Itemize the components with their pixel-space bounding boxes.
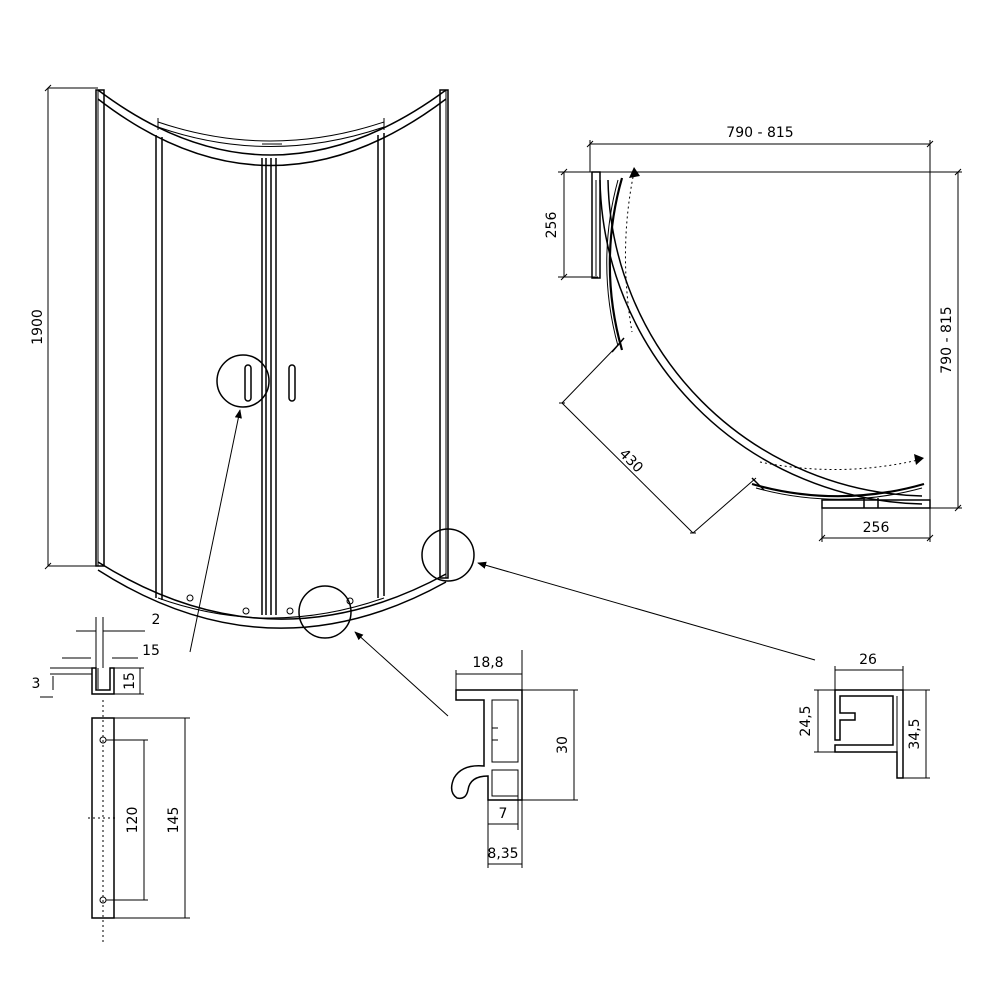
side-panel-left-dimension: 256 [544, 168, 598, 281]
door-profile-height-label: 30 [555, 736, 571, 754]
detail-corner-profile: 26 24,5 34,5 [798, 652, 930, 779]
door-profile-base-label: 8,35 [487, 846, 518, 862]
door-profile-detail-circle [298, 585, 352, 639]
handle-detail-circle [216, 354, 270, 408]
door-profile-channel-label: 7 [499, 806, 508, 822]
plan-view: 790 - 815 790 - 815 256 [544, 125, 962, 542]
open-arrow-left [624, 171, 635, 333]
height-label: 1900 [30, 309, 46, 345]
left-post [95, 89, 105, 567]
plan-door-left [608, 177, 624, 351]
corner-outer-height-label: 34,5 [907, 718, 923, 749]
plan-depth-label: 790 - 815 [939, 306, 955, 373]
wall-width-label: 15 [142, 643, 160, 659]
wall-height-label: 15 [122, 672, 138, 690]
door-opening-dimension: 430 [559, 344, 757, 534]
corner-inner-height-label: 24,5 [798, 705, 814, 736]
wall-edge-label: 3 [32, 676, 41, 692]
top-rail [97, 89, 447, 167]
detail-wall-profile: 2 15 3 15 120 145 [32, 612, 190, 945]
wall-thickness-label: 2 [152, 612, 161, 628]
plan-door-right [751, 482, 925, 498]
leader-wall-profile [189, 409, 242, 653]
side-panel-bottom-dimension: 256 [818, 500, 934, 542]
height-dimension: 1900 [30, 84, 98, 570]
side-panel-bottom-label: 256 [863, 520, 890, 536]
corner-profile-detail-circle [421, 528, 475, 582]
corner-profile-width-label: 26 [859, 652, 877, 668]
plan-width-label: 790 - 815 [726, 125, 793, 141]
corner-profile-shape [834, 689, 904, 779]
sliding-doors [155, 133, 385, 615]
right-post [439, 89, 449, 579]
wall-profile-shape [91, 667, 115, 695]
plan-outer-arc [599, 179, 923, 505]
wall-profile-top [591, 171, 601, 279]
door-profile-shape [450, 689, 523, 801]
detail-door-profile: 18,8 30 7 8,35 [450, 650, 578, 868]
open-arrow-right [759, 459, 919, 471]
left-door-handle [244, 364, 252, 402]
leader-door-profile [354, 631, 449, 717]
plan-depth-dimension: 790 - 815 [930, 168, 962, 512]
front-view: 1900 [30, 84, 816, 717]
side-panel-left-label: 256 [544, 212, 560, 239]
bottom-rail [97, 561, 447, 629]
right-door-handle [288, 364, 296, 402]
plan-inner-arc [607, 179, 923, 497]
door-profile-width-label: 18,8 [472, 655, 503, 671]
door-opening-label: 430 [616, 446, 646, 476]
plan-width-dimension: 790 - 815 [586, 125, 934, 172]
leader-corner-profile [477, 561, 816, 661]
hole-spacing-label: 120 [125, 807, 141, 834]
strip-length-label: 145 [166, 807, 182, 834]
